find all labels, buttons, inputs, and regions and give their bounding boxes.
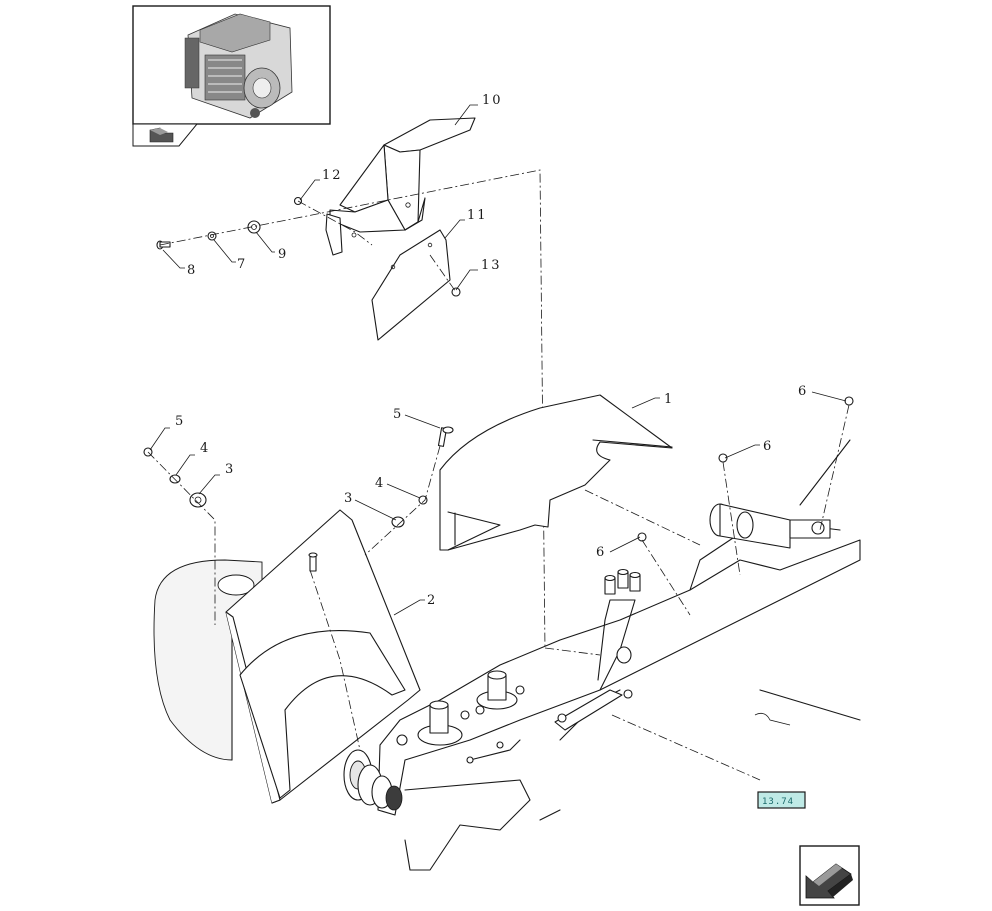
reference-tag-13-74[interactable]: 13.74 <box>757 791 806 809</box>
part-pivot-assembly <box>396 670 525 764</box>
callout-5-right: 5 <box>393 407 403 422</box>
callout-10: 10 <box>482 93 503 108</box>
callout-13: 13 <box>481 258 502 273</box>
callout-labels: 10 12 11 13 8 7 9 5 4 3 5 4 3 2 1 6 6 6 <box>175 93 808 608</box>
machine-thumbnail[interactable] <box>132 5 331 147</box>
callout-6-mid: 6 <box>763 439 773 454</box>
part-pulley <box>343 749 403 811</box>
part-cover-1 <box>439 394 673 551</box>
callout-11: 11 <box>467 208 488 223</box>
callout-6-top: 6 <box>798 384 808 399</box>
hardware-upper <box>156 196 461 297</box>
reference-tag-label: 13.74 <box>762 797 794 807</box>
callout-4-right: 4 <box>375 476 385 491</box>
next-page-arrow-icon <box>805 863 853 899</box>
callout-3-left: 3 <box>225 462 235 477</box>
callout-5-left: 5 <box>175 414 185 429</box>
callout-7: 7 <box>237 257 247 272</box>
callout-4-left: 4 <box>200 441 210 456</box>
callout-9: 9 <box>278 247 288 262</box>
callout-12: 12 <box>322 168 343 183</box>
machine-thumbnail-icon <box>184 13 293 119</box>
part-plate-11 <box>371 229 451 341</box>
callout-1: 1 <box>664 392 674 407</box>
previous-page-arrow-icon[interactable] <box>149 127 174 143</box>
callout-3-right: 3 <box>344 491 354 506</box>
callout-8: 8 <box>187 263 197 278</box>
callout-2: 2 <box>427 593 437 608</box>
part-shroud-2 <box>225 509 421 804</box>
part-cylinder <box>709 439 851 549</box>
callout-6-low: 6 <box>596 545 606 560</box>
part-bracket-10 <box>325 117 476 256</box>
part-bracket-linkage <box>554 568 641 731</box>
leader-lines <box>149 104 847 616</box>
next-page-button[interactable] <box>799 845 860 906</box>
